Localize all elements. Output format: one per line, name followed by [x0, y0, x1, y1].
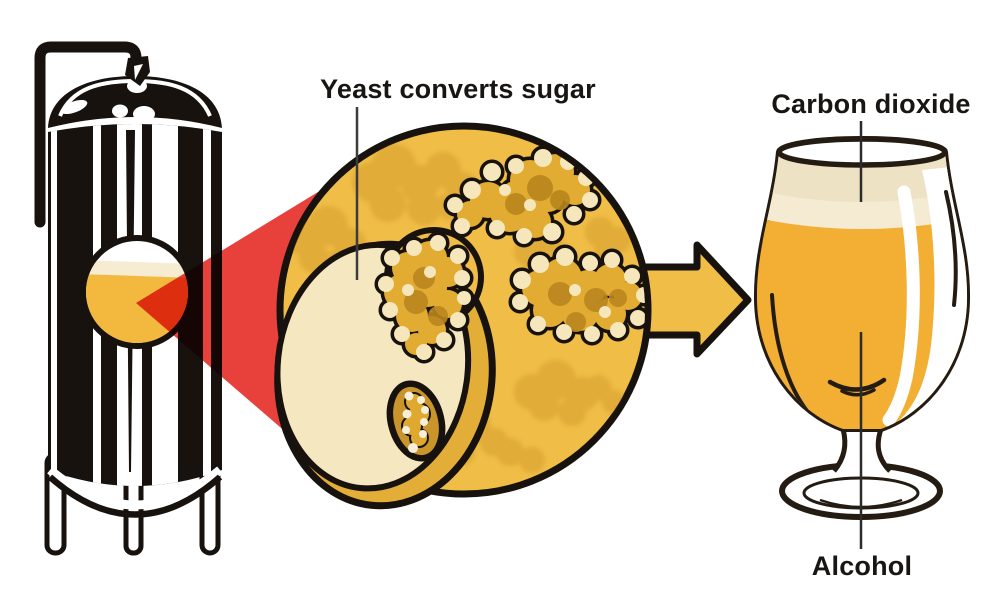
beer-glass-illustration	[753, 136, 971, 520]
sugar-molecule-cluster	[374, 231, 475, 364]
tank-bottom-gap	[47, 466, 223, 510]
tank-pipe	[34, 41, 142, 228]
magnified-yeast-circle-illustration	[274, 122, 652, 510]
tank-valve-notch	[134, 64, 143, 80]
glass-highlight	[882, 185, 920, 427]
sugar-molecule-clusters	[443, 145, 645, 346]
carbon-dioxide-label: Carbon dioxide	[771, 89, 971, 119]
alcohol-label: Alcohol	[811, 551, 913, 581]
yeast-label: Yeast converts sugar	[320, 74, 596, 104]
fermentation-tank-illustration	[34, 41, 223, 556]
yeast-vacuole	[386, 380, 446, 462]
tank-bottom-rim	[47, 474, 223, 518]
magnifier-beam	[136, 192, 318, 446]
